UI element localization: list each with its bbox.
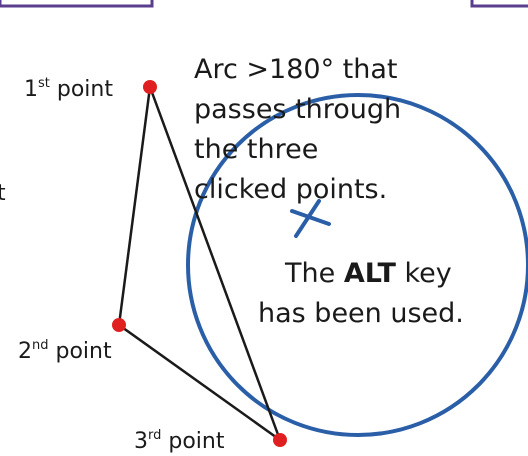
line-p2-p3 [118, 323, 281, 442]
fragment-letter: t [0, 181, 6, 206]
arc-caption-line-1: Arc >180° that [194, 54, 397, 85]
line-p1-p2 [117, 86, 152, 326]
point-1-dot[interactable] [143, 80, 157, 94]
top-left-panel [0, 0, 154, 8]
point-3-label: 3rd point [134, 428, 225, 454]
alt-key-caption-line-2: has been used. [258, 298, 464, 329]
alt-key-caption: The ALT key has been used. [258, 258, 464, 329]
arc-caption-line-4: clicked points. [194, 174, 387, 205]
point-3-dot[interactable] [273, 433, 287, 447]
arc-caption-line-3: the three [194, 134, 318, 165]
point-1-label: 1st point [24, 76, 113, 102]
arc-caption-line-2: passes through [194, 94, 401, 125]
alt-key-caption-line-1: The ALT key [284, 258, 452, 289]
line-p1-p3 [148, 86, 282, 441]
arc-circle [186, 93, 528, 437]
point-2-label: 2nd point [18, 338, 112, 364]
triangle-lines [117, 86, 282, 442]
arc-caption: Arc >180° that passes through the three … [194, 54, 401, 205]
top-right-panel [470, 0, 528, 8]
center-cross-icon [290, 199, 331, 238]
point-2-dot[interactable] [112, 318, 126, 332]
